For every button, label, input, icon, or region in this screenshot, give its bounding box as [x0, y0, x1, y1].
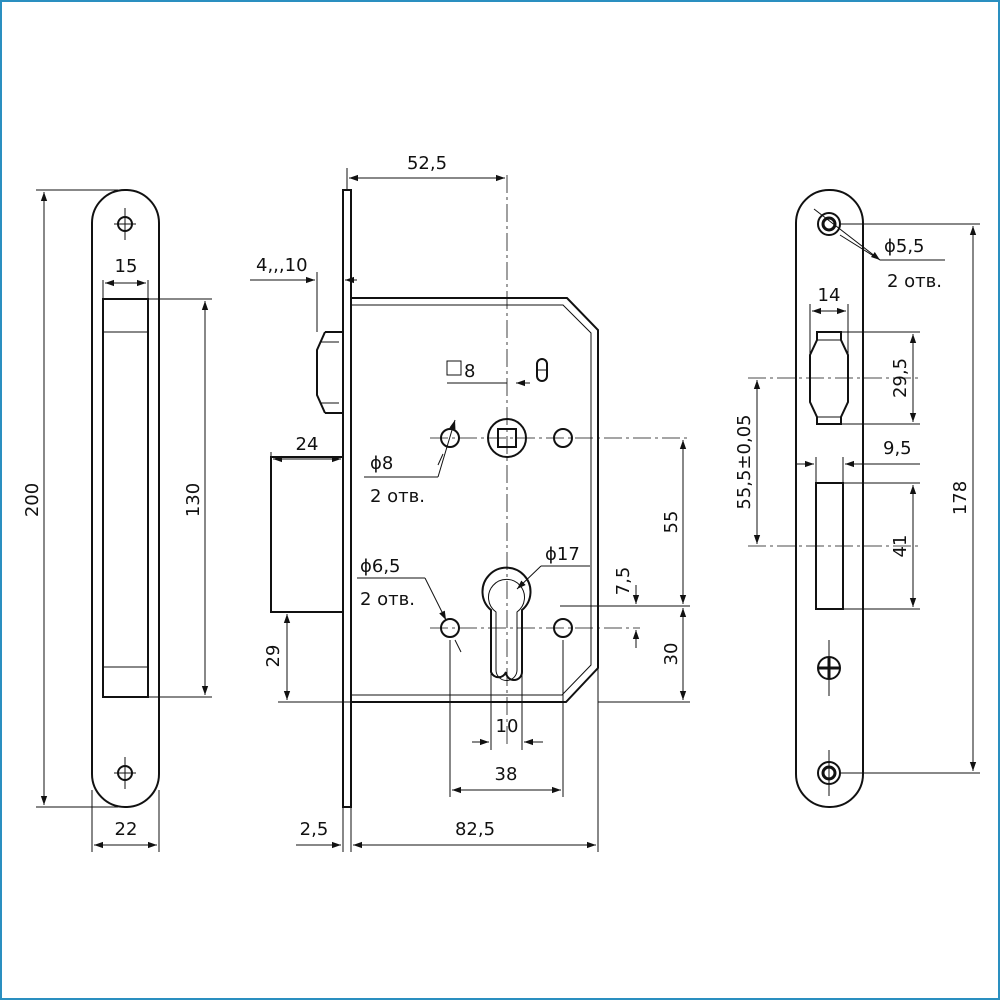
dim-label-7-5: 7,5 — [613, 567, 634, 596]
dim-30: 30 — [661, 608, 687, 700]
callout-phi-5-5-count: 2 отв. — [887, 271, 942, 292]
dim-label-9-5: 9,5 — [883, 438, 912, 459]
callout-square-8-label: 8 — [464, 361, 475, 382]
callout-phi-6-5-count: 2 отв. — [360, 589, 415, 610]
dead-bolt — [270, 456, 343, 613]
faceplate-latch-slot — [102, 298, 149, 698]
latch-bolt — [316, 331, 343, 414]
dim-label-30: 30 — [661, 643, 682, 666]
dim-82-5: 82,5 — [353, 668, 599, 852]
callout-phi-8-label: ϕ8 — [370, 453, 393, 474]
cylinder-cutout — [481, 566, 532, 681]
dim-label-178: 178 — [950, 481, 971, 515]
dim-label-52-5: 52,5 — [407, 153, 447, 174]
lock-body-view — [270, 175, 690, 808]
dim-15: 15 — [102, 256, 149, 299]
dim-24: 24 — [270, 434, 341, 463]
strike-plate-view — [795, 189, 864, 808]
strike-hole-top — [817, 212, 841, 236]
dim-label-15: 15 — [115, 256, 138, 277]
callout-phi-6-5: ϕ6,5 2 отв. — [357, 556, 462, 653]
dim-label-82-5: 82,5 — [455, 819, 495, 840]
callout-phi-8-count: 2 отв. — [370, 486, 425, 507]
callout-phi-17-label: ϕ17 — [545, 544, 580, 565]
front-plate — [342, 189, 352, 808]
dim-label-55-5: 55,5±0,05 — [734, 414, 755, 509]
dim-label-29: 29 — [263, 645, 284, 668]
dim-label-200: 200 — [22, 483, 43, 517]
dim-38: 38 — [449, 640, 564, 797]
dim-label-10: 10 — [496, 716, 519, 737]
dim-178: 178 — [840, 223, 980, 774]
dim-55-5: 55,5±0,05 — [734, 377, 920, 547]
dim-29: 29 — [263, 614, 351, 703]
dim-label-130: 130 — [183, 483, 204, 517]
small-slot — [536, 358, 548, 382]
faceplate-outline — [91, 189, 160, 808]
dim-7-5: 7,5 — [613, 567, 640, 648]
case-inner-outline — [351, 304, 592, 696]
faceplate-front-view — [91, 189, 160, 808]
square-symbol-icon — [446, 360, 462, 376]
dim-55: 55 — [560, 440, 690, 703]
dim-10: 10 — [472, 672, 543, 750]
callout-square-8: 8 — [446, 360, 530, 387]
dim-2-5: 2,5 — [296, 702, 352, 852]
strike-plate-outline — [795, 189, 864, 808]
dim-label-55: 55 — [661, 511, 682, 534]
dim-9-5: 9,5 — [795, 438, 920, 483]
callout-phi-8: ϕ8 2 отв. — [364, 419, 456, 507]
callout-phi-5-5-label: ϕ5,5 — [884, 236, 925, 257]
callout-phi-6-5-label: ϕ6,5 — [360, 556, 401, 577]
dim-label-4-10: 4,,,10 — [256, 255, 308, 276]
dim-label-2-5: 2,5 — [300, 819, 329, 840]
dim-52-5: 52,5 — [346, 153, 505, 190]
dim-label-38: 38 — [495, 764, 518, 785]
callout-phi-5-5: ϕ5,5 2 отв. — [813, 208, 945, 292]
dim-label-14: 14 — [818, 285, 841, 306]
dim-4-10: 4,,,10 — [250, 255, 357, 332]
dim-200: 200 — [22, 189, 118, 808]
dim-label-24: 24 — [296, 434, 319, 455]
callout-phi-17: ϕ17 — [516, 544, 590, 590]
dim-22: 22 — [91, 790, 160, 852]
case-outline — [351, 297, 599, 703]
dim-130: 130 — [148, 298, 212, 698]
dim-14: 14 — [809, 285, 849, 355]
dim-label-22: 22 — [115, 819, 138, 840]
